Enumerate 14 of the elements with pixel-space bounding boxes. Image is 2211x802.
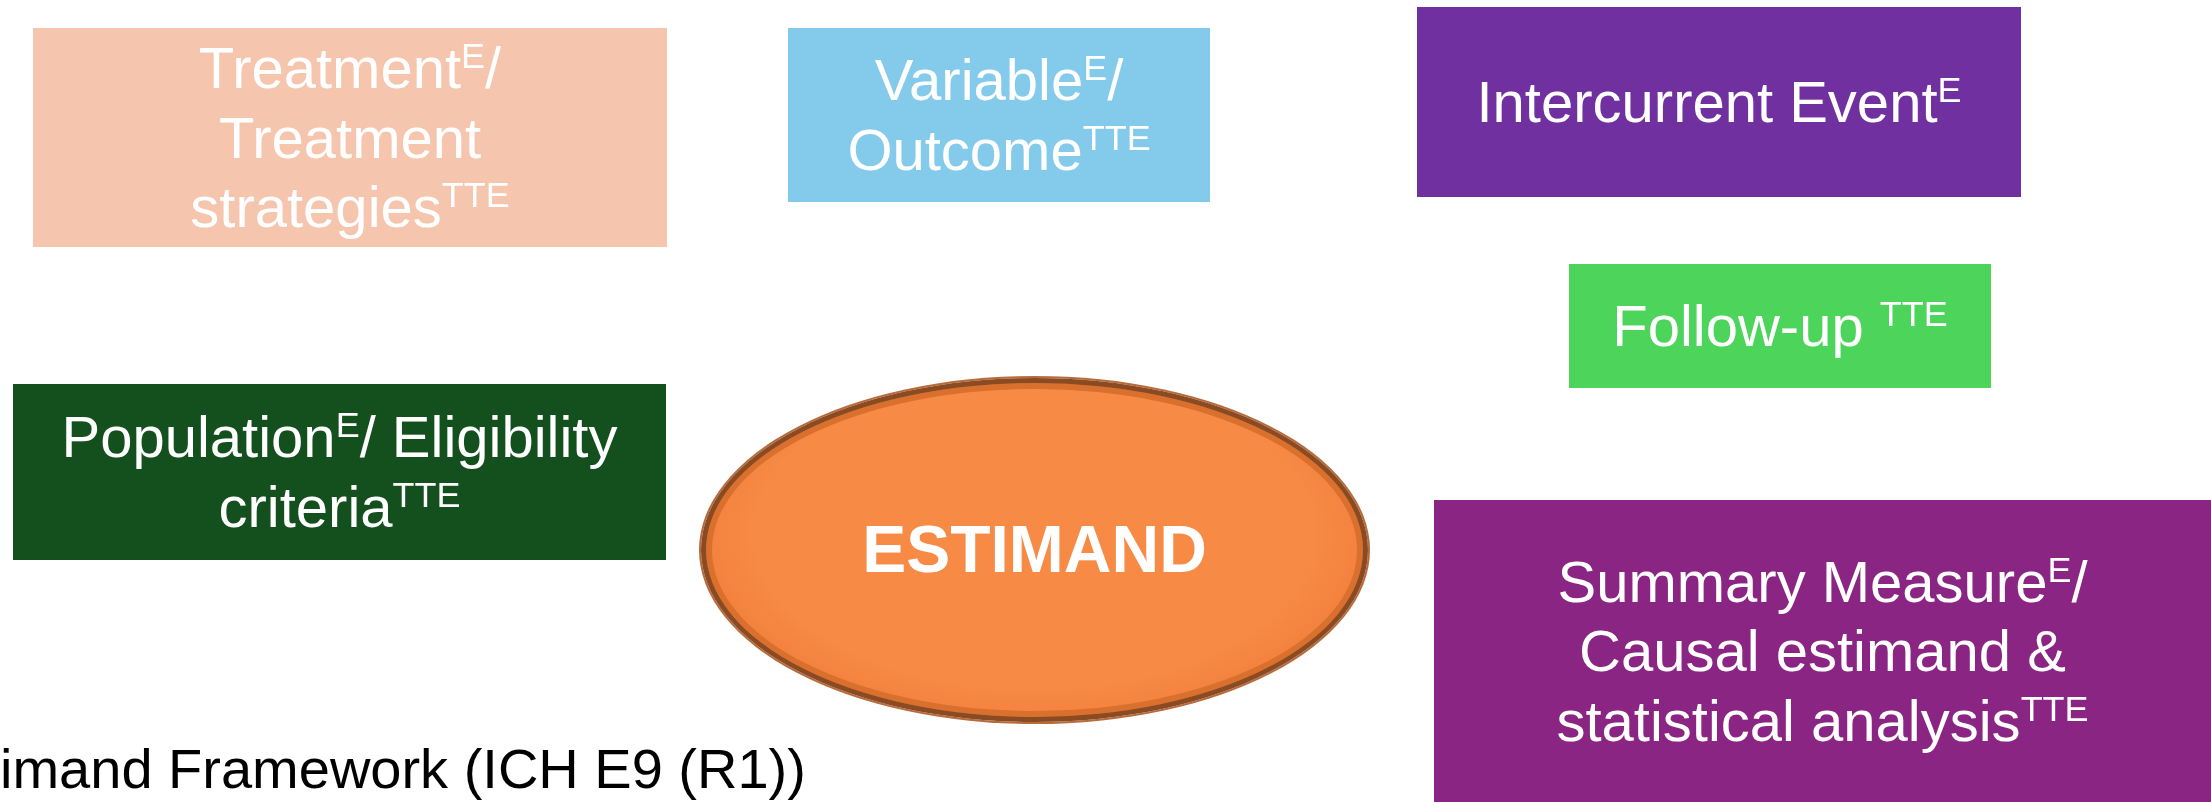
box-label: Variable$^{E}$/ Outcome$^{TTE}$: [846, 46, 1152, 184]
box-label: Follow-up $^{TTE}$: [1611, 292, 1949, 361]
category-box: [33, 28, 667, 247]
box-label: ESTIMAND: [861, 511, 1208, 589]
category-box: [1434, 500, 2211, 802]
category-box: [13, 384, 666, 560]
box-label: Summary Measure$^{E}$/ Causal estimand & statistical analysis$^{TTE}$: [1555, 547, 2090, 755]
box-label: Intercurrent Event$^{E}$: [1475, 68, 1963, 137]
box-label: Population$^{E}$/ Eligibility criteria$^{TTE}$: [60, 403, 619, 541]
category-box: [788, 28, 1210, 202]
box-label: Treatment$^{E}$/ Treatment strategies$^{TTE}$: [189, 34, 511, 242]
category-box: [1569, 264, 1991, 388]
caption-text: imand Framework (ICH E9 (R1)): [0, 736, 806, 801]
category-box: [1417, 7, 2021, 197]
